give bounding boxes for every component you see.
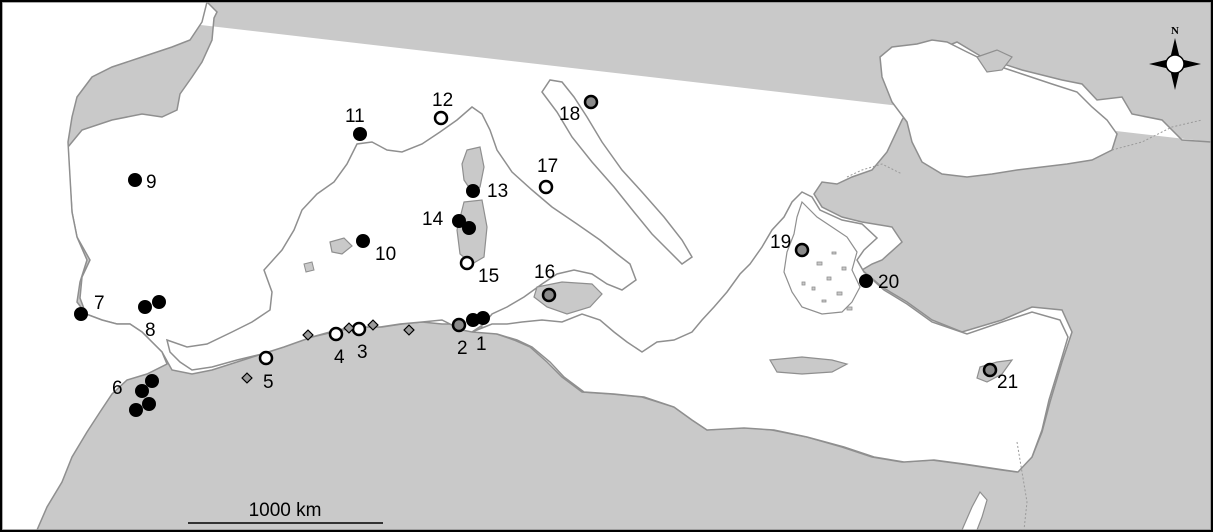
site-label-14: 14 [422,209,444,230]
site-marker-6-3 [142,397,156,411]
site-marker-4-1 [328,326,344,342]
site-label-19: 19 [770,232,791,253]
site-label-16: 16 [534,262,555,283]
site-marker-21-1 [982,362,998,378]
site-marker-19-1 [794,242,810,258]
compass-rose-icon: N [1149,25,1201,90]
site-marker-6-2 [135,384,149,398]
site-marker-6-4 [129,403,143,417]
scale-bar: 1000 km [188,500,383,524]
site-label-1: 1 [476,334,487,355]
adriatic-sea [541,79,693,265]
site-label-3: 3 [357,342,368,363]
site-marker-6-1 [145,374,159,388]
red-sea [961,490,988,530]
sea-layer [2,2,1118,530]
site-label-6: 6 [112,378,123,399]
site-marker-11-1 [353,127,367,141]
site-marker-5-1 [258,350,274,366]
mallorca-island [329,237,353,255]
site-label-4: 4 [334,347,345,368]
site-label-7: 7 [94,293,105,314]
site-marker-10-1 [356,234,370,248]
site-label-9: 9 [146,172,157,193]
site-label-18: 18 [559,104,580,125]
north-label: N [1171,25,1179,37]
diamond-marker-3 [343,322,355,334]
site-label-5: 5 [263,372,274,393]
diamond-marker-5 [403,324,415,336]
site-label-11: 11 [345,106,365,127]
site-marker-3-1 [351,321,367,337]
site-marker-1-2 [476,311,490,325]
site-marker-17-1 [538,179,554,195]
site-marker-8-1 [138,300,152,314]
black-sea [879,39,1118,178]
site-label-10: 10 [375,244,396,265]
site-label-2: 2 [457,338,468,359]
site-marker-12-1 [433,110,449,126]
site-marker-7-1 [74,307,88,321]
site-marker-2-1 [451,317,467,333]
site-marker-13-1 [466,184,480,198]
site-marker-14-1 [452,214,466,228]
site-marker-16-1 [541,287,557,303]
diamond-marker-4 [367,319,379,331]
site-marker-15-1 [459,255,475,271]
site-label-12: 12 [432,90,453,111]
site-label-20: 20 [878,272,899,293]
diamond-marker-1 [241,372,253,384]
site-label-21: 21 [997,372,1018,393]
site-label-17: 17 [537,156,558,177]
site-label-15: 15 [478,266,499,287]
scale-bar-label: 1000 km [249,500,322,521]
site-marker-14-2 [462,221,476,235]
site-marker-20-1 [859,274,873,288]
site-label-8: 8 [145,320,156,341]
site-label-13: 13 [487,181,508,202]
crimea-peninsula [976,49,1013,73]
atlantic-ocean [2,2,208,530]
site-marker-8-2 [152,295,166,309]
site-marker-18-1 [583,94,599,110]
site-marker-9-1 [128,173,142,187]
aegean-sea [783,200,861,315]
aegean-islands [801,251,853,311]
diamond-marker-2 [302,329,314,341]
ibiza-island [303,261,315,273]
border-lines [846,119,1203,530]
crete-island [769,356,849,375]
